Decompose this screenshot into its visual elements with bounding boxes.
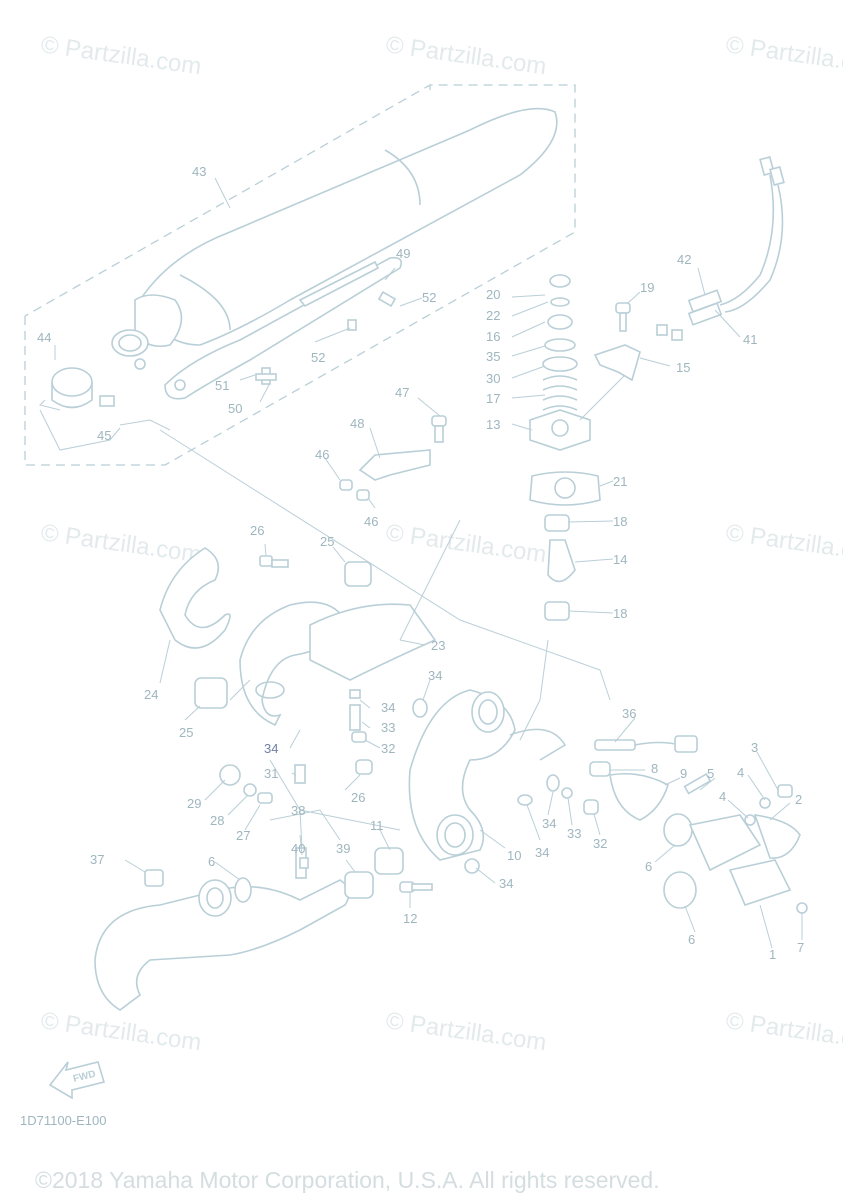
muffler-bolts <box>99 290 397 407</box>
callout-40: 40 <box>291 841 305 856</box>
callout-37: 37 <box>90 852 104 867</box>
callout-24: 24 <box>144 687 158 702</box>
callout-43: 43 <box>192 164 206 179</box>
callout-45: 45 <box>97 428 111 443</box>
callout-28: 28 <box>210 813 224 828</box>
diagram-code: 1D71100-E100 <box>20 1113 107 1128</box>
callout-27: 27 <box>236 828 250 843</box>
bracket-15 <box>593 302 641 382</box>
callout-34: 34 <box>542 816 556 831</box>
callout-46: 46 <box>315 447 329 462</box>
callout-4: 4 <box>719 789 726 804</box>
callout-44: 44 <box>37 330 51 345</box>
callout-49: 49 <box>396 246 410 261</box>
callout-42: 42 <box>677 252 691 267</box>
callout-29: 29 <box>187 796 201 811</box>
callout-34: 34 <box>264 741 278 756</box>
callout-12: 12 <box>403 911 417 926</box>
callout-8: 8 <box>651 761 658 776</box>
watermark: © Partzilla.com <box>39 31 203 80</box>
callout-6: 6 <box>645 859 652 874</box>
callout-15: 15 <box>676 360 690 375</box>
callout-23: 23 <box>431 638 445 653</box>
watermark: © Partzilla.com <box>384 31 548 80</box>
callout-51: 51 <box>215 378 229 393</box>
callout-9: 9 <box>680 766 687 781</box>
callout-34: 34 <box>535 845 549 860</box>
callout-46: 46 <box>364 514 378 529</box>
callout-26: 26 <box>250 523 264 538</box>
sensor-and-flanges <box>589 735 808 914</box>
callout-34: 34 <box>428 668 442 683</box>
callout-47: 47 <box>395 385 409 400</box>
callout-17: 17 <box>486 391 500 406</box>
callout-33: 33 <box>381 720 395 735</box>
callout-32: 32 <box>381 741 395 756</box>
callout-10: 10 <box>507 848 521 863</box>
watermark: © Partzilla.com <box>724 31 843 80</box>
callout-numbers: 43 49 52 52 51 50 44 45 42 41 19 15 20 2… <box>37 164 804 962</box>
callout-18: 18 <box>613 514 627 529</box>
callout-19: 19 <box>640 280 654 295</box>
callout-1: 1 <box>769 947 776 962</box>
leader-lines <box>39 177 803 949</box>
callout-2: 2 <box>795 792 802 807</box>
callout-41: 41 <box>743 332 757 347</box>
fwd-arrow-icon: FWD <box>48 1061 106 1100</box>
callout-52: 52 <box>311 350 325 365</box>
callout-13: 13 <box>486 417 500 432</box>
callout-3: 3 <box>751 740 758 755</box>
callout-48: 48 <box>350 416 364 431</box>
copyright-notice: ©2018 Yamaha Motor Corporation, U.S.A. A… <box>35 1167 660 1193</box>
callout-14: 14 <box>613 552 627 567</box>
callout-26: 26 <box>351 790 365 805</box>
callout-35: 35 <box>486 349 500 364</box>
heat-shields <box>159 547 437 727</box>
callout-34: 34 <box>381 700 395 715</box>
callout-4: 4 <box>737 765 744 780</box>
callout-36: 36 <box>622 706 636 721</box>
callout-6: 6 <box>208 854 215 869</box>
fwd-label: FWD <box>72 1069 97 1085</box>
callout-20: 20 <box>486 287 500 302</box>
watermark: © Partzilla.com <box>39 519 203 568</box>
watermark: © Partzilla.com <box>39 1007 203 1056</box>
callout-33: 33 <box>567 826 581 841</box>
callout-22: 22 <box>486 308 500 323</box>
callout-7: 7 <box>797 940 804 955</box>
callout-11: 11 <box>370 818 384 833</box>
callout-38: 38 <box>291 803 305 818</box>
callout-18: 18 <box>613 606 627 621</box>
callout-6: 6 <box>688 932 695 947</box>
callout-16: 16 <box>486 329 500 344</box>
exhaust-pipe-front <box>408 689 567 861</box>
callout-25: 25 <box>320 534 334 549</box>
muffler-group-outline <box>24 84 576 466</box>
callout-30: 30 <box>486 371 500 386</box>
exhaust-pipe-rear <box>94 869 350 1011</box>
callout-25: 25 <box>179 725 193 740</box>
callout-50: 50 <box>228 401 242 416</box>
muffler-part <box>51 107 558 409</box>
watermark: © Partzilla.com <box>724 1007 843 1056</box>
watermark: © Partzilla.com <box>384 1007 548 1056</box>
callout-52: 52 <box>422 290 436 305</box>
callout-31: 31 <box>264 766 278 781</box>
callout-34: 34 <box>499 876 513 891</box>
watermark: © Partzilla.com <box>724 519 843 568</box>
callout-5: 5 <box>707 766 714 781</box>
callout-32: 32 <box>593 836 607 851</box>
watermark: © Partzilla.com <box>384 519 548 568</box>
valve-stack <box>529 274 626 621</box>
cable-assembly <box>656 155 785 341</box>
bracket-48 <box>339 415 447 501</box>
callout-39: 39 <box>336 841 350 856</box>
callout-21: 21 <box>613 474 627 489</box>
